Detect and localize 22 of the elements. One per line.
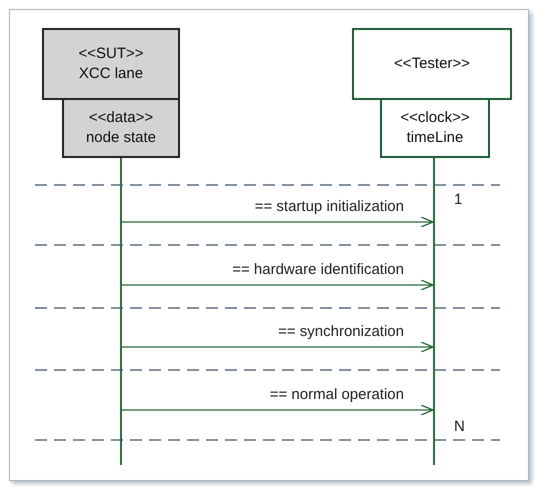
box-text: node state	[86, 128, 156, 148]
iteration-marker: N	[454, 418, 465, 435]
lifeline-head-box	[352, 28, 512, 100]
lifeline	[433, 158, 435, 465]
message-label: == synchronization	[276, 324, 406, 340]
box-text: <<data>>	[88, 108, 154, 128]
box-text: <<Tester>>	[394, 54, 470, 74]
box-text: timeLine	[406, 128, 464, 148]
box-text: <<clock>>	[400, 108, 470, 128]
message-label: == normal operation	[268, 387, 406, 404]
message-arrow	[122, 341, 434, 353]
lifeline	[120, 158, 122, 465]
lifeline-head-box	[380, 100, 490, 158]
iteration-marker: 1	[454, 191, 462, 208]
message-label: == startup initialization	[252, 199, 406, 216]
message-arrow	[122, 216, 434, 228]
lifeline-head-box	[62, 100, 180, 158]
lifeline-head-box	[42, 28, 180, 100]
message-arrow	[122, 279, 434, 291]
box-text: <<SUT>>	[78, 44, 144, 64]
box-text: XCC lane	[78, 64, 144, 84]
message-arrow	[122, 404, 434, 416]
